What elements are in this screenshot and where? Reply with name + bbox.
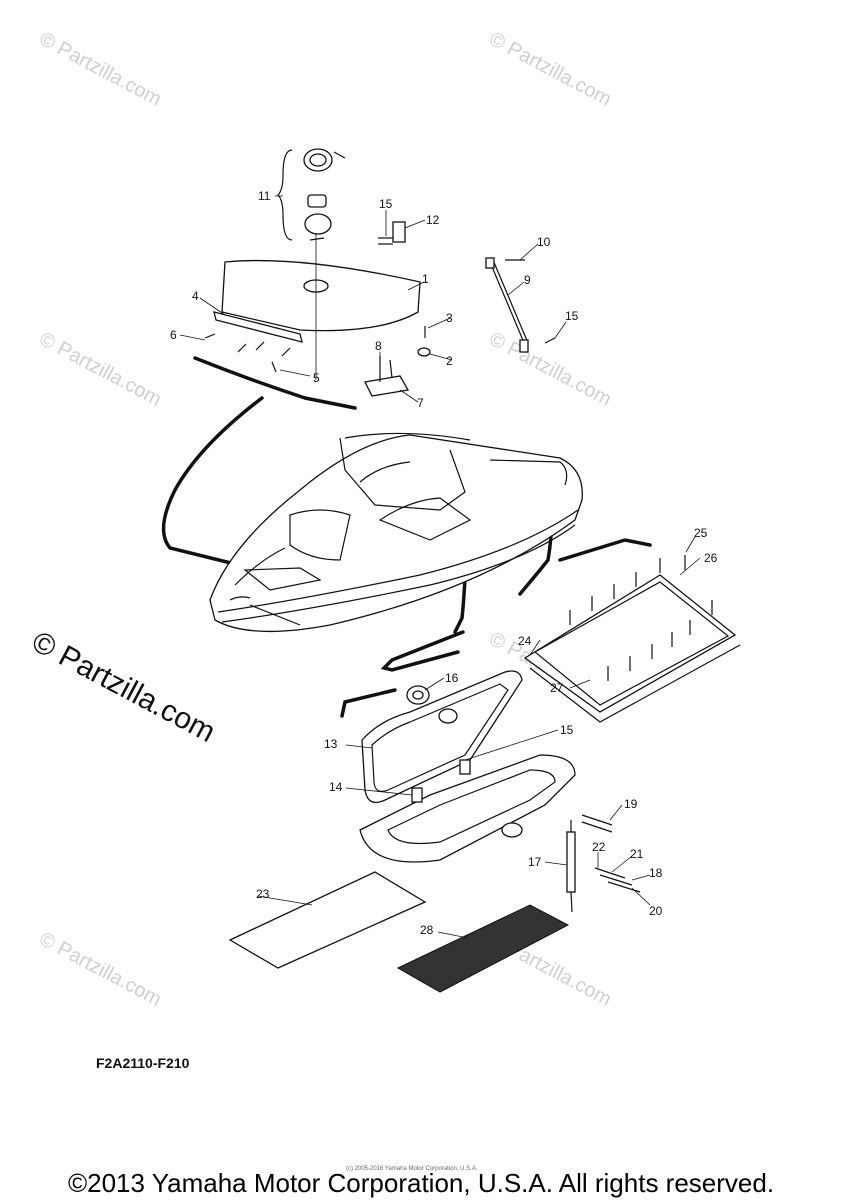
callout-13: 13 — [324, 737, 338, 751]
callout-6: 6 — [170, 328, 177, 342]
callout-24: 24 — [518, 634, 532, 648]
gas-spring — [566, 814, 641, 913]
callout-9: 9 — [524, 273, 531, 287]
stay-rod — [485, 257, 556, 353]
callout-numbers: 1 2 3 4 5 6 7 8 9 10 11 12 13 14 15 15 1… — [170, 189, 718, 937]
access-panel — [523, 555, 741, 723]
hatch-panel — [221, 232, 421, 380]
leader-lines — [179, 195, 701, 939]
callout-8: 8 — [375, 339, 382, 353]
callout-12: 12 — [426, 213, 440, 227]
callout-16: 16 — [445, 671, 459, 685]
callout-25: 25 — [694, 526, 708, 540]
mats — [228, 871, 570, 993]
callout-10: 10 — [537, 235, 551, 249]
copyright-notice: ©2013 Yamaha Motor Corporation, U.S.A. A… — [67, 1168, 775, 1198]
bracket-group — [364, 326, 431, 397]
callout-15-top: 15 — [379, 197, 393, 211]
callout-21: 21 — [630, 847, 644, 861]
callout-26: 26 — [704, 551, 718, 565]
callout-15-lower: 15 — [560, 723, 574, 737]
callout-22: 22 — [592, 840, 606, 854]
callout-3: 3 — [446, 311, 453, 325]
small-credit: (c) 2005-2016 Yamaha Motor Corporation, … — [346, 1166, 478, 1172]
callout-17: 17 — [528, 855, 542, 869]
callout-14: 14 — [329, 780, 343, 794]
fitting-assembly — [277, 148, 346, 241]
callout-5: 5 — [313, 371, 320, 385]
figure-code: F2A2110-F210 — [96, 1055, 190, 1071]
callout-15-right: 15 — [565, 309, 579, 323]
callout-23: 23 — [256, 887, 270, 901]
compartment-hatch — [359, 670, 576, 863]
callout-19: 19 — [624, 797, 638, 811]
boat-illustration — [209, 432, 583, 633]
callout-27: 27 — [550, 681, 564, 695]
strip-and-screws — [204, 311, 303, 373]
callout-18: 18 — [649, 866, 663, 880]
callout-1: 1 — [422, 272, 429, 286]
hinge-top — [378, 221, 406, 245]
callout-20: 20 — [649, 904, 663, 918]
callout-11: 11 — [258, 189, 271, 203]
callout-28: 28 — [420, 923, 434, 937]
callout-4: 4 — [192, 289, 199, 303]
callout-2: 2 — [446, 354, 453, 368]
callout-7: 7 — [417, 396, 424, 410]
